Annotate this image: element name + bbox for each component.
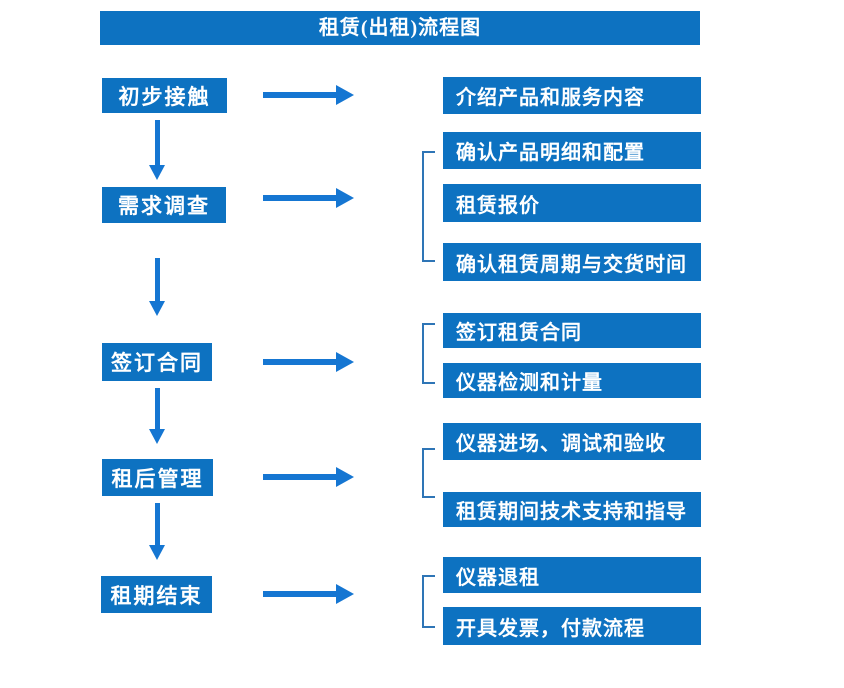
bracket-connector [422,151,435,262]
detail-box-confirm-period-delivery: 确认租赁周期与交货时间 [443,243,701,281]
detail-box-rental-quote: 租赁报价 [443,184,701,222]
bracket-connector [422,448,435,498]
arrow-down-icon [149,503,165,560]
arrow-right-icon [263,584,354,604]
arrow-down-icon [149,120,165,180]
arrow-right-icon [263,85,354,105]
detail-box-instrument-setup-acceptance: 仪器进场、调试和验收 [443,423,701,460]
stage-box-post-rental-management: 租后管理 [102,459,213,496]
arrow-right-icon [263,352,354,372]
detail-box-confirm-product-details: 确认产品明细和配置 [443,132,701,169]
detail-box-tech-support: 租赁期间技术支持和指导 [443,492,701,527]
flowchart-title: 租赁(出租)流程图 [100,11,700,45]
stage-box-sign-contract: 签订合同 [102,343,212,381]
arrow-right-icon [263,188,354,208]
detail-box-invoice-payment: 开具发票，付款流程 [443,607,701,645]
stage-box-needs-survey: 需求调查 [102,187,226,223]
stage-box-initial-contact: 初步接触 [102,78,227,113]
arrow-right-icon [263,467,354,487]
arrow-down-icon [149,258,165,316]
bracket-connector [422,323,435,384]
bracket-connector [422,575,435,628]
detail-box-introduce-products: 介绍产品和服务内容 [443,77,701,114]
arrow-down-icon [149,388,165,444]
detail-box-sign-rental-contract: 签订租赁合同 [443,313,701,348]
stage-box-rental-end: 租期结束 [101,576,212,613]
detail-box-instrument-testing: 仪器检测和计量 [443,363,701,398]
detail-box-instrument-return: 仪器退租 [443,557,701,593]
